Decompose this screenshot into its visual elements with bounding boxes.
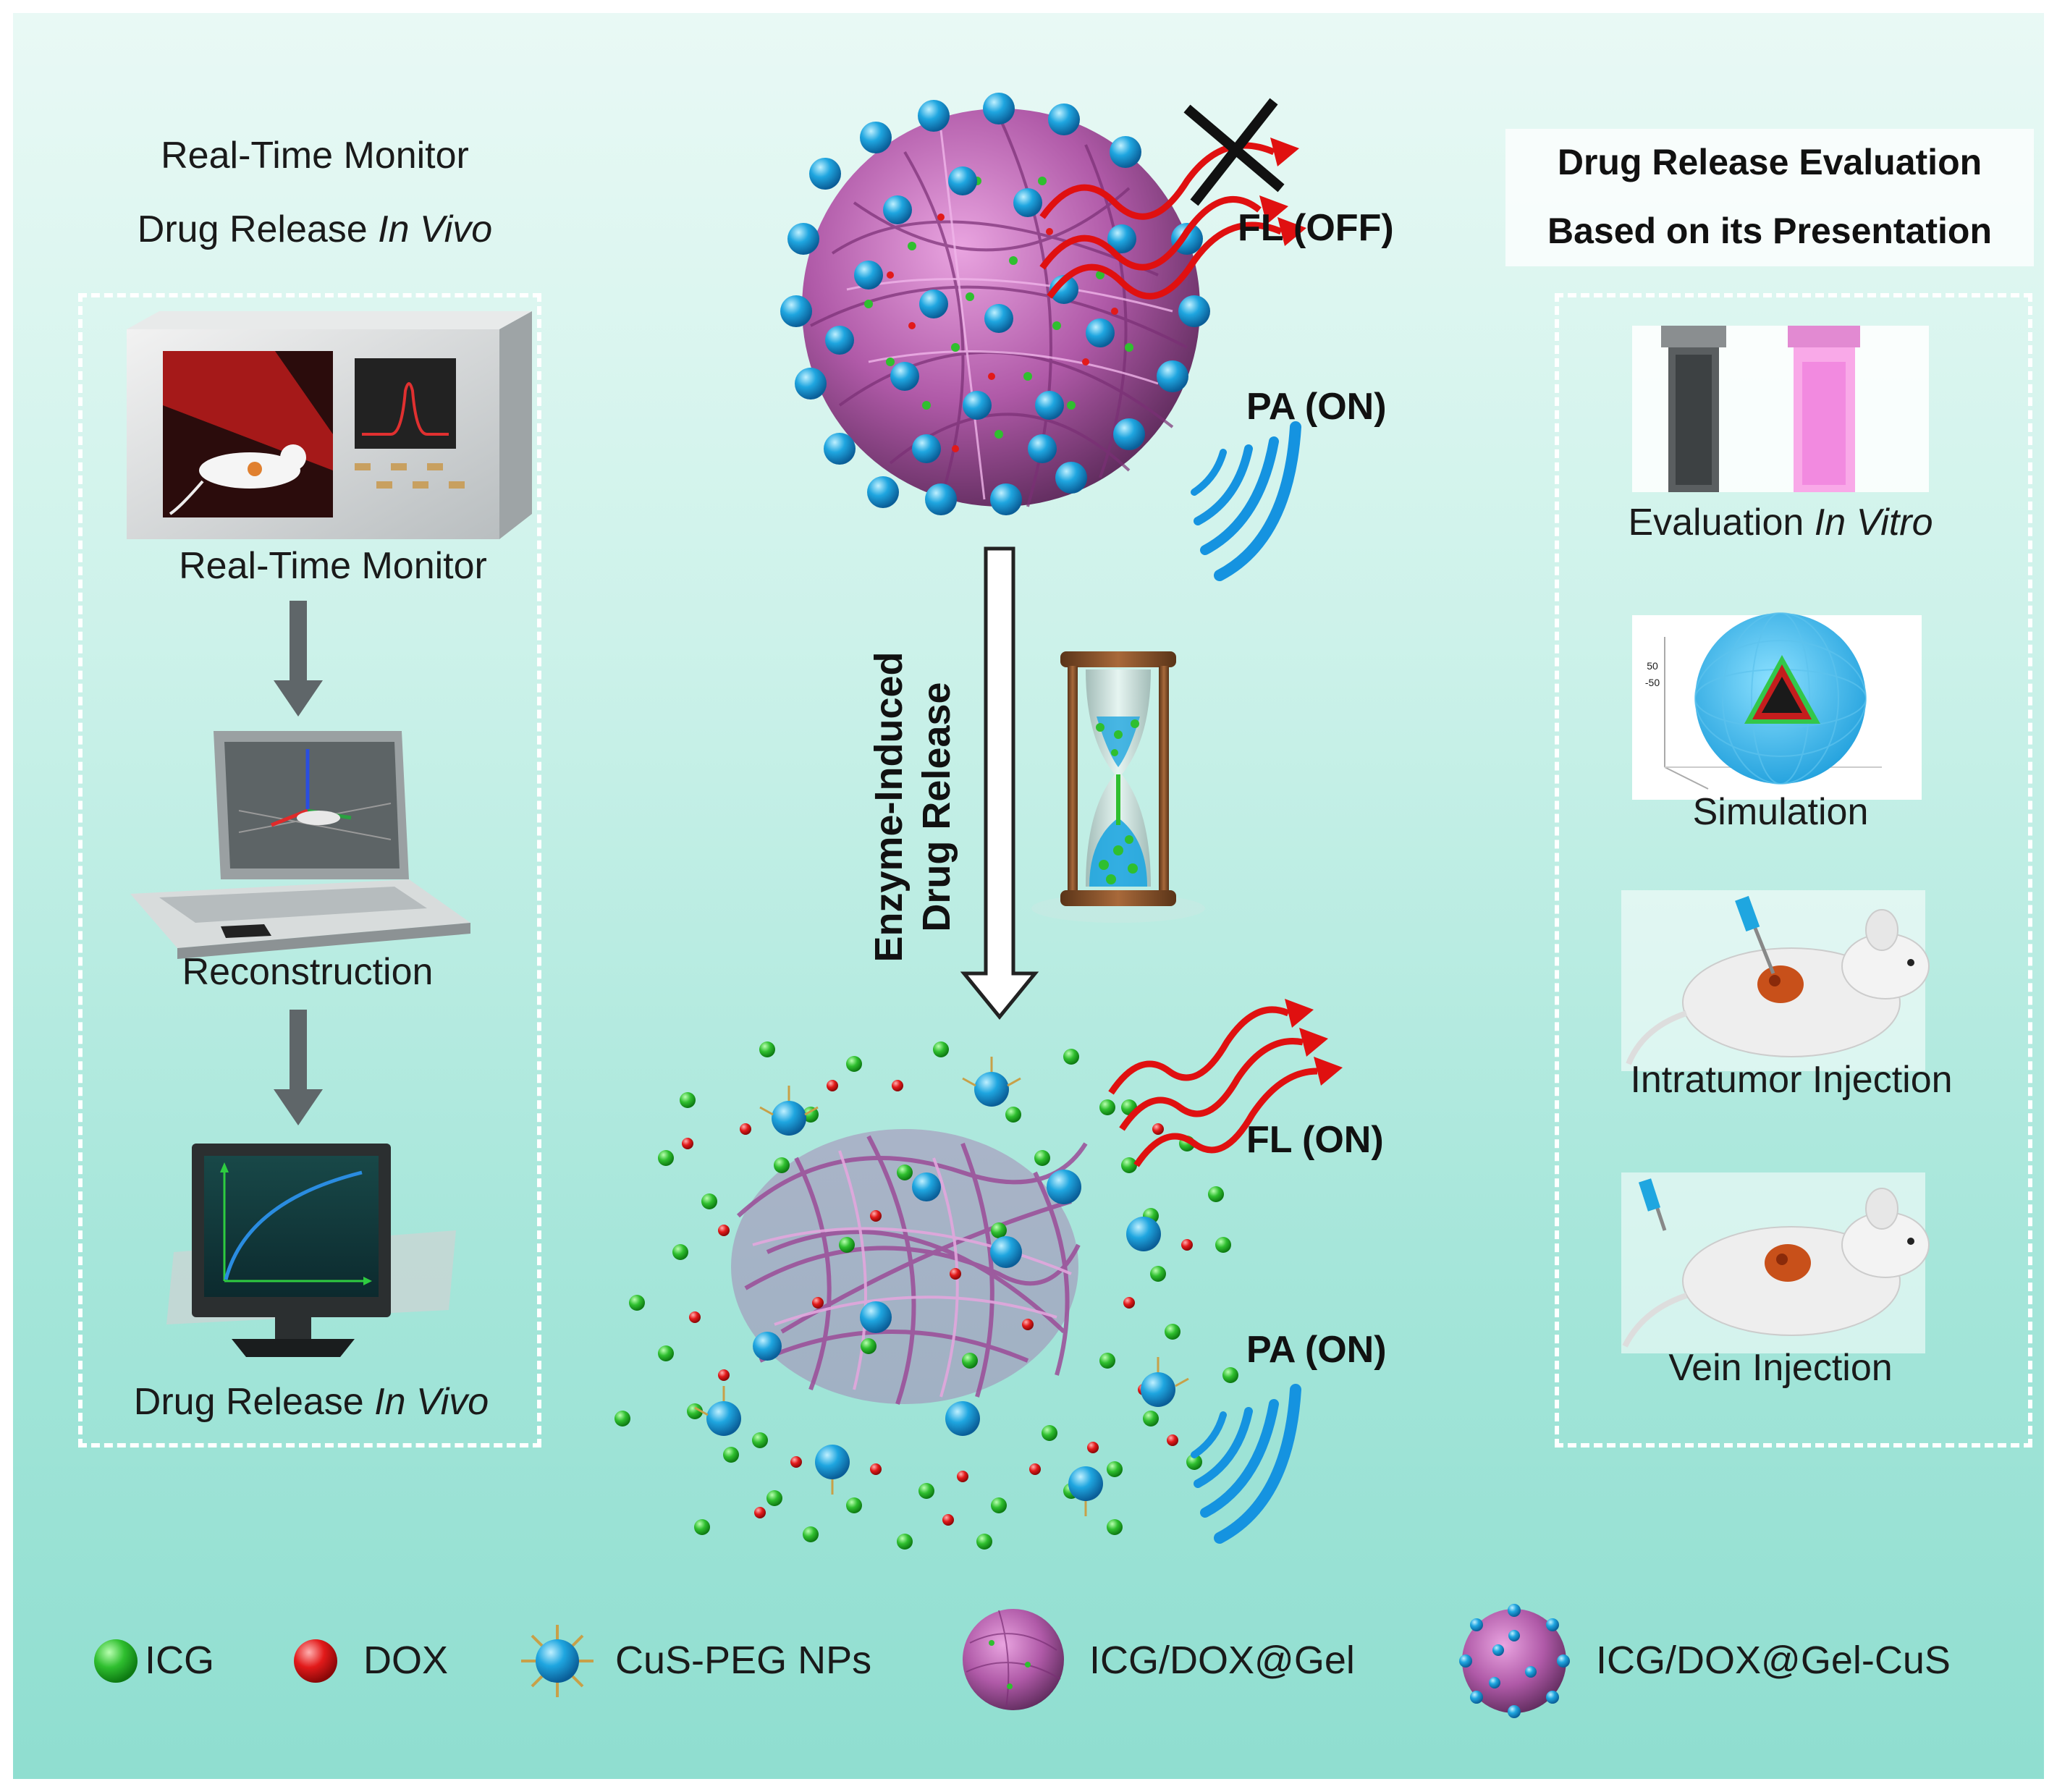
gel-cus-sphere-icon (1459, 1604, 1570, 1718)
computer-monitor-icon (166, 1144, 456, 1357)
right-heading-line2: Based on its Presentation (1547, 211, 1993, 251)
sim-tick-minus-50: -50 (1644, 677, 1660, 688)
pa-waves-icon (1191, 421, 1301, 581)
legend-gel-label: ICG/DOX@Gel (1089, 1639, 1355, 1682)
evaluation-in-vitro-label: Evaluation In Vitro (1628, 502, 1933, 544)
mouse-vein-icon (1621, 1172, 1930, 1353)
fl-on-label: FL (ON) (1246, 1119, 1384, 1161)
mouse-intratumor-icon (1621, 890, 1930, 1071)
left-heading-line2: Drug Release In Vivo (137, 208, 493, 250)
legend-icg-label: ICG (145, 1639, 215, 1682)
sphere-simulation-icon (1632, 612, 1922, 800)
hourglass-icon (1031, 651, 1205, 923)
down-arrow-icon (274, 601, 323, 717)
fl-on-wave-arrowheads (1285, 999, 1343, 1086)
vein-injection-label: Vein Injection (1668, 1347, 1893, 1389)
right-heading-backdrop (1505, 129, 2034, 266)
step-label-real-time-monitor: Real-Time Monitor (179, 545, 487, 587)
icg-released-dots (614, 1041, 1238, 1550)
down-arrow-icon (274, 1010, 323, 1125)
gel-cus-sphere-top (780, 93, 1210, 515)
released-gel-cluster (731, 1129, 1088, 1405)
step-label-drug-release-in-vivo: Drug Release In Vivo (133, 1381, 489, 1423)
right-panel-frame (1555, 293, 2032, 1447)
pa-on-label-bottom: PA (ON) (1246, 1329, 1387, 1371)
release-arrow-icon (960, 546, 1039, 1020)
gel-sphere-icon (963, 1609, 1064, 1710)
legend-dox-label: DOX (363, 1639, 449, 1682)
monitoring-device-icon (127, 311, 532, 539)
green-dot-icon (94, 1639, 138, 1683)
legend-cus-peg-label: CuS-PEG NPs (615, 1639, 872, 1682)
simulation-label: Simulation (1692, 791, 1869, 833)
laptop-icon (130, 731, 470, 959)
pa-on-label-top: PA (ON) (1246, 386, 1387, 428)
left-heading-line1: Real-Time Monitor (161, 135, 469, 177)
fl-off-label: FL (OFF) (1238, 207, 1394, 249)
step-label-reconstruction: Reconstruction (182, 951, 434, 993)
legend-gel-cus-label: ICG/DOX@Gel-CuS (1596, 1639, 1951, 1682)
pa-waves-icon (1191, 1384, 1301, 1544)
cus-peg-released-balls (694, 1057, 1189, 1516)
sim-tick-50: 50 (1647, 660, 1658, 672)
intratumor-injection-label: Intratumor Injection (1630, 1059, 1953, 1101)
fl-off-wave-arrowheads (1259, 138, 1306, 246)
enzyme-release-label: Enzyme-Induced Drug Release (867, 651, 958, 963)
cuvettes-icon (1632, 326, 1929, 492)
left-panel-frame (78, 293, 541, 1447)
right-heading-line1: Drug Release Evaluation (1557, 142, 1982, 182)
cus-peg-nanoparticle-icon (521, 1625, 594, 1697)
cross-icon (1183, 98, 1285, 206)
fl-on-waves-icon (1108, 1006, 1318, 1167)
red-dot-icon (294, 1639, 337, 1683)
